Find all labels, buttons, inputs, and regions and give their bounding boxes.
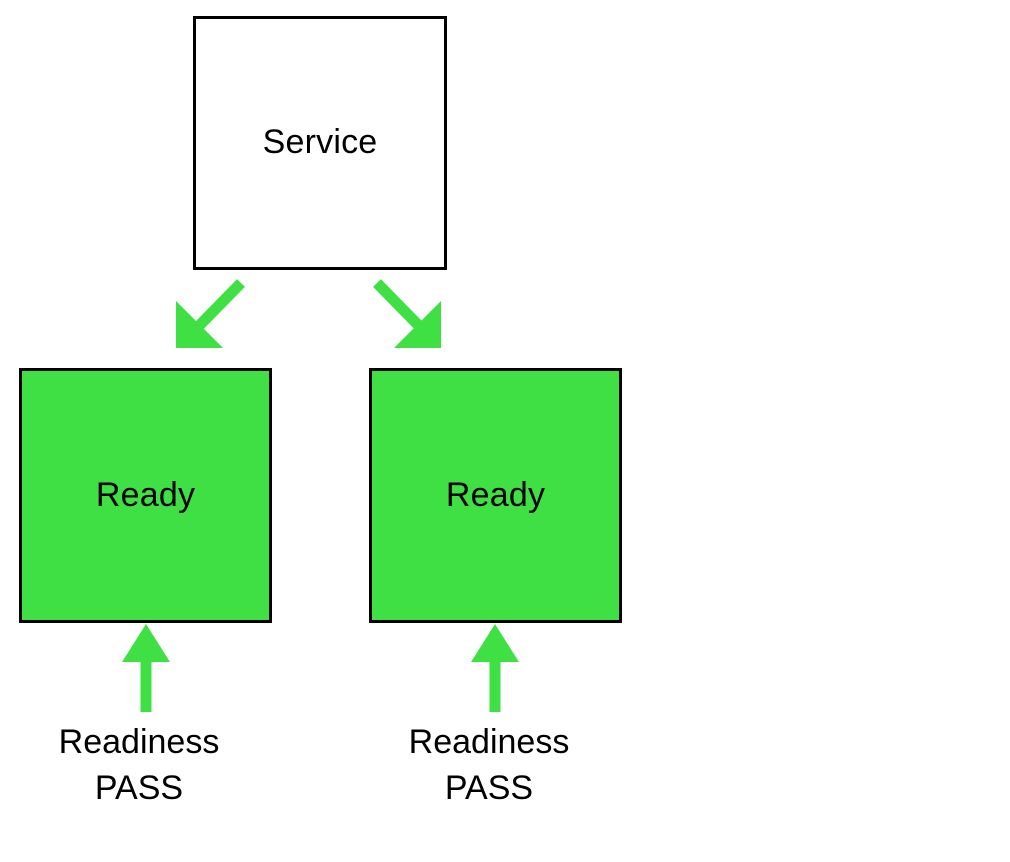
ready-node-left[interactable]: Ready: [19, 368, 272, 623]
edge-service-to-ready-right-icon: [373, 279, 441, 348]
probe-label-left: Readiness PASS: [58, 723, 220, 807]
service-node[interactable]: Service: [193, 16, 447, 270]
edge-probe-to-ready-right-icon: [471, 624, 519, 712]
ready-node-left-label: Ready: [95, 475, 196, 514]
edge-service-to-ready-left-icon: [176, 279, 245, 348]
edge-probe-to-ready-left-icon: [122, 624, 170, 712]
ready-node-right-label: Ready: [445, 475, 546, 514]
probe-label-right: Readiness PASS: [408, 723, 570, 807]
ready-node-right[interactable]: Ready: [369, 368, 622, 623]
service-node-label: Service: [262, 123, 378, 162]
